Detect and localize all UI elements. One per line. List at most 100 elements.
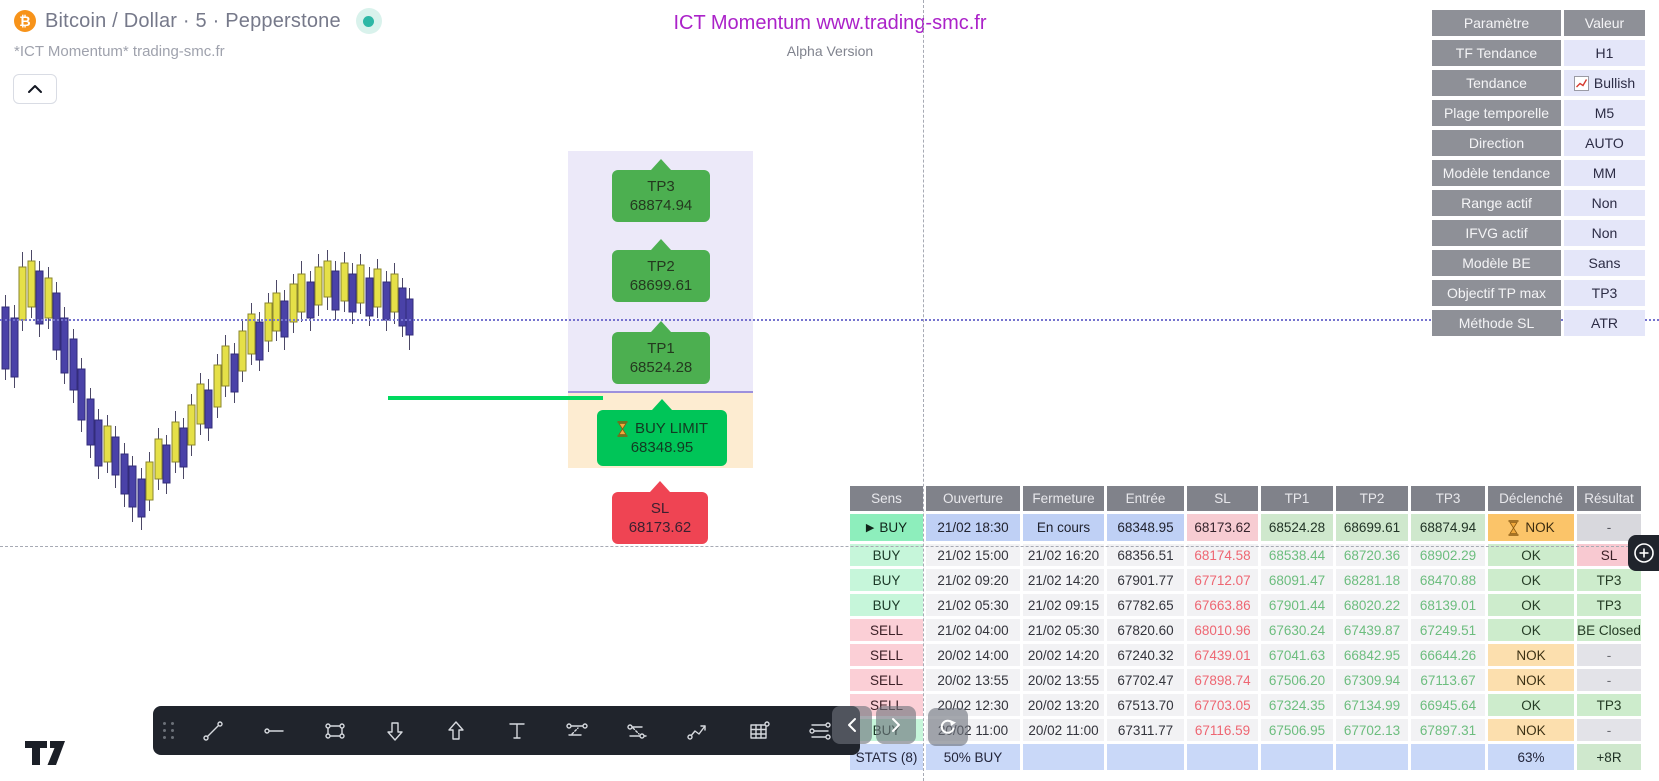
tp2-text: TP2 (647, 258, 675, 275)
row-fermeture: 20/02 11:00 (1023, 719, 1104, 741)
next-button[interactable] (876, 706, 916, 744)
row-tp3: 68470.88 (1411, 569, 1485, 591)
stats-tp1 (1261, 744, 1333, 770)
symbol-title[interactable]: Bitcoin / Dollar · 5 · Pepperstone (45, 9, 341, 32)
row-fermeture: 21/02 14:20 (1023, 569, 1104, 591)
row-tp2: 68020.22 (1336, 594, 1408, 616)
refresh-button[interactable] (928, 708, 968, 746)
arrow-mark-down-tool[interactable] (365, 710, 426, 752)
stats-entree (1107, 744, 1184, 770)
row-tp3: 68902.29 (1411, 544, 1485, 566)
notch-up (651, 159, 671, 170)
buy-limit-label: BUY LIMIT 68348.95 (597, 399, 727, 466)
row-sens: BUY (850, 569, 923, 591)
row-sl: 67663.86 (1187, 594, 1258, 616)
row-sens: SELL (850, 669, 923, 691)
param-label: Range actif (1432, 190, 1561, 216)
tp1-price: 68524.28 (629, 359, 693, 376)
row-fermeture: 20/02 13:20 (1023, 694, 1104, 716)
long-position-icon (565, 719, 589, 743)
row-declenche: NOK (1488, 719, 1574, 741)
stats-tp3 (1411, 744, 1485, 770)
add-button[interactable] (1628, 535, 1659, 571)
symbol-header[interactable]: ₿ Bitcoin / Dollar · 5 · Pepperstone (14, 8, 382, 34)
active-sl: 68173.62 (1187, 514, 1258, 541)
row-tp1: 68538.44 (1261, 544, 1333, 566)
arrow-mark-up-tool[interactable] (426, 710, 487, 752)
column-header-tp1: TP1 (1261, 486, 1333, 511)
row-resultat: TP3 (1577, 594, 1641, 616)
tp3-label: TP3 68874.94 (612, 159, 710, 222)
row-tp3: 68139.01 (1411, 594, 1485, 616)
trend-line-icon (201, 719, 225, 743)
row-tp1: 67630.24 (1261, 619, 1333, 641)
row-entree: 67901.77 (1107, 569, 1184, 591)
param-label: IFVG actif (1432, 220, 1561, 246)
prev-button[interactable] (832, 706, 872, 744)
value-header: Valeur (1564, 10, 1645, 36)
row-ouverture: 21/02 04:00 (926, 619, 1020, 641)
row-ouverture: 21/02 15:00 (926, 544, 1020, 566)
parallel-rays-tool[interactable] (789, 710, 850, 752)
tp3-text: TP3 (647, 178, 675, 195)
long-position-tool[interactable] (547, 710, 608, 752)
gann-grid-tool[interactable] (729, 710, 790, 752)
drag-handle[interactable] (163, 722, 175, 739)
column-header-tp3: TP3 (1411, 486, 1485, 511)
notch-up (652, 399, 672, 410)
row-sens: BUY (850, 544, 923, 566)
notch-up (650, 481, 670, 492)
row-tp3: 66945.64 (1411, 694, 1485, 716)
indicator-title[interactable]: *ICT Momentum* trading-smc.fr (14, 43, 225, 60)
watermark-title: ICT Momentum www.trading-smc.fr (673, 12, 987, 34)
row-sl: 68010.96 (1187, 619, 1258, 641)
stats-sl (1187, 744, 1258, 770)
param-label: Plage temporelle (1432, 100, 1561, 126)
notch-up (651, 321, 671, 332)
param-header: Paramètre (1432, 10, 1561, 36)
row-tp1: 67324.35 (1261, 694, 1333, 716)
param-value: TP3 (1564, 280, 1645, 306)
row-declenche: NOK (1488, 644, 1574, 666)
chevron-left-icon (848, 718, 856, 732)
row-ouverture: 20/02 14:00 (926, 644, 1020, 666)
row-tp2: 67439.87 (1336, 619, 1408, 641)
trend-line-tool[interactable] (183, 710, 244, 752)
arrow-mark-down-icon (383, 719, 407, 743)
row-tp2: 66842.95 (1336, 644, 1408, 666)
hourglass-icon (616, 420, 629, 437)
param-label: Objectif TP max (1432, 280, 1561, 306)
stats-ouverture: 50% BUY (926, 744, 1020, 770)
row-sl: 67116.59 (1187, 719, 1258, 741)
stats-declenche: 63% (1488, 744, 1574, 770)
row-ouverture: 21/02 09:20 (926, 569, 1020, 591)
text-tool[interactable] (486, 710, 547, 752)
row-tp1: 67901.44 (1261, 594, 1333, 616)
short-position-tool[interactable] (607, 710, 668, 752)
row-entree: 67782.65 (1107, 594, 1184, 616)
collapse-button[interactable] (13, 74, 57, 104)
circle-plus-icon (1633, 543, 1654, 563)
row-entree: 67240.32 (1107, 644, 1184, 666)
row-fermeture: 20/02 13:55 (1023, 669, 1104, 691)
row-tp3: 67897.31 (1411, 719, 1485, 741)
trend-path-tool[interactable] (668, 710, 729, 752)
rectangle-tool[interactable] (304, 710, 365, 752)
market-status-icon[interactable] (355, 8, 382, 34)
row-resultat: - (1577, 669, 1641, 691)
row-sl: 67703.05 (1187, 694, 1258, 716)
tp3-price: 68874.94 (629, 197, 693, 214)
row-declenche: OK (1488, 594, 1574, 616)
row-sl: 67712.07 (1187, 569, 1258, 591)
param-label: Modèle tendance (1432, 160, 1561, 186)
active-fermeture: En cours (1023, 514, 1104, 541)
candlestick-chart[interactable] (0, 0, 420, 560)
row-sens: BUY (850, 594, 923, 616)
active-tp1: 68524.28 (1261, 514, 1333, 541)
param-value: Non (1564, 190, 1645, 216)
entry-level-line (388, 396, 603, 400)
horizontal-ray-tool[interactable] (244, 710, 305, 752)
tradingview-logo[interactable] (23, 738, 67, 768)
column-header-sens: Sens (850, 486, 923, 511)
